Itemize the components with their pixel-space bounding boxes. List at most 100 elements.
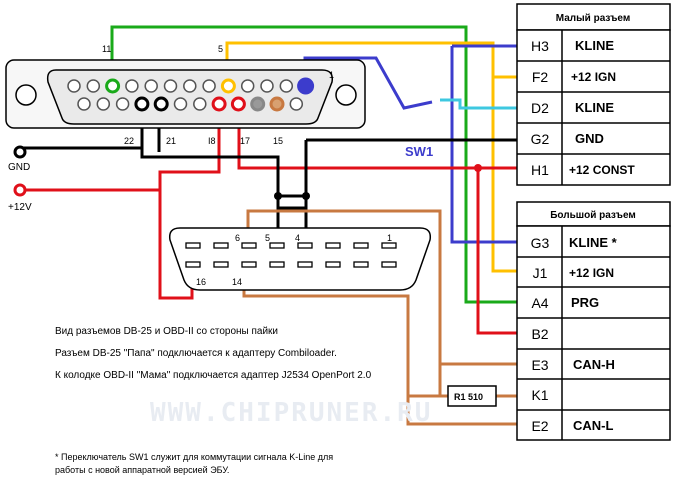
obd-pin: [381, 242, 397, 249]
big-connector-table: Большой разъем G3 KLINE * J1 +12 IGN A4 …: [516, 201, 671, 441]
gnd-label: GND: [8, 162, 30, 173]
big-pin: K1: [531, 387, 548, 403]
obd-pin5-label: 5: [265, 233, 270, 243]
small-signal: GND: [575, 131, 604, 146]
wire-yellow: [225, 41, 517, 273]
db25-pin: [240, 79, 255, 93]
big-pin: E2: [531, 418, 548, 434]
big-pin: J1: [533, 265, 548, 281]
db25-pin: [193, 97, 207, 111]
small-pin: H1: [531, 162, 549, 178]
db25-pin: [125, 79, 139, 93]
obd-pin: [213, 261, 229, 268]
sw1-label: SW1: [405, 144, 433, 159]
obd-pin1-label: 1: [387, 233, 392, 243]
db25-pin11-label: 11: [102, 44, 111, 54]
db25-pin21-label: 21: [166, 136, 176, 146]
obd-pin6-label: 6: [235, 233, 240, 243]
switch-contact: [440, 98, 517, 110]
db25-pin: [211, 96, 227, 112]
note-line-1: Вид разъемов DB-25 и OBD-II со стороны п…: [55, 326, 279, 337]
obd-pin14-label: 14: [232, 277, 242, 287]
db25-pin: [279, 79, 294, 93]
obd-pin: [353, 242, 369, 249]
obd-pin16-label: 16: [196, 277, 206, 287]
v12-label: +12V: [8, 202, 32, 213]
note-line-3: К колодке OBD-II "Мама" подключается ада…: [55, 370, 372, 381]
db25-pin18-label: I8: [208, 136, 216, 146]
obd-pin4-label: 4: [295, 233, 300, 243]
obd-pin: [213, 242, 229, 249]
db25-pin: [289, 97, 304, 111]
obd-pin: [185, 242, 201, 249]
big-signal: CAN-H: [573, 357, 615, 372]
db25-pin: [96, 97, 111, 111]
wire-brown-3: [408, 364, 517, 398]
db25-pin22-label: 22: [124, 136, 134, 146]
db25-connector: [5, 59, 366, 129]
footnote-line-2: работы с новой аппаратной версией ЭБУ.: [55, 465, 230, 475]
big-pin: A4: [531, 295, 548, 311]
obd-pin: [353, 261, 369, 268]
db25-pin: [250, 96, 266, 112]
db25-pin17-label: 17: [240, 136, 250, 146]
db25-pin: [269, 96, 285, 112]
obd2-connector: [168, 227, 432, 291]
db25-pin: [153, 96, 169, 112]
resistor-label: R1 510: [454, 392, 483, 402]
obd-pin: [297, 242, 313, 249]
db25-pin: [230, 96, 246, 112]
small-pin: D2: [531, 100, 549, 116]
db25-pin: [220, 78, 236, 94]
footnote-line-1: * Переключатель SW1 служит для коммутаци…: [55, 452, 334, 462]
db25-pin: [183, 79, 197, 93]
junction-dot: [274, 192, 282, 200]
small-signal: KLINE: [575, 100, 614, 115]
big-signal: PRG: [571, 295, 599, 310]
v12-terminal: [13, 183, 27, 197]
obd-pin: [241, 242, 257, 249]
obd-pin: [325, 261, 341, 268]
resistor-r1: [447, 385, 497, 407]
db25-pin: [67, 79, 81, 93]
small-connector-table: Малый разъем H3 KLINE F2 +12 IGN D2 KLIN…: [516, 3, 671, 186]
big-signal: +12 IGN: [569, 266, 614, 280]
watermark: WWW.CHIPRUNER.RU: [150, 398, 433, 428]
obd-pin: [185, 261, 201, 268]
big-pin: G3: [531, 235, 550, 251]
small-signal: KLINE: [575, 38, 614, 53]
db25-pin: [297, 77, 315, 95]
big-connector-title: Большой разъем: [550, 210, 636, 221]
junction-dot: [474, 164, 482, 172]
db25-pin: [144, 79, 158, 93]
db25-pin15-label: 15: [273, 136, 283, 146]
obd-pin: [269, 261, 285, 268]
small-pin: H3: [531, 38, 549, 54]
small-pin: G2: [531, 131, 550, 147]
db25-pin: [163, 79, 178, 93]
db25-pin5-label: 5: [218, 44, 223, 54]
obd-pin: [381, 261, 397, 268]
db25-pin: [86, 79, 101, 93]
db25-pin: [260, 79, 274, 93]
junction-dot: [302, 192, 310, 200]
obd-pin: [325, 242, 341, 249]
obd-pin: [297, 261, 313, 268]
big-pin: E3: [531, 357, 548, 373]
db25-pin1-label: 1: [329, 70, 334, 80]
small-connector-title: Малый разъем: [556, 13, 630, 24]
big-signal: KLINE *: [569, 235, 618, 250]
small-pin: F2: [532, 69, 549, 85]
wire-brown-1: [246, 209, 517, 366]
db25-pin: [134, 96, 150, 112]
obd-pin: [269, 242, 285, 249]
wire-green: [110, 25, 517, 304]
obd-pin: [241, 261, 257, 268]
db25-pin: [105, 78, 121, 94]
db25-pin: [202, 79, 216, 93]
big-signal: CAN-L: [573, 418, 613, 433]
gnd-terminal: [13, 145, 27, 159]
db25-pin: [77, 97, 91, 111]
small-signal: +12 CONST: [569, 163, 635, 177]
